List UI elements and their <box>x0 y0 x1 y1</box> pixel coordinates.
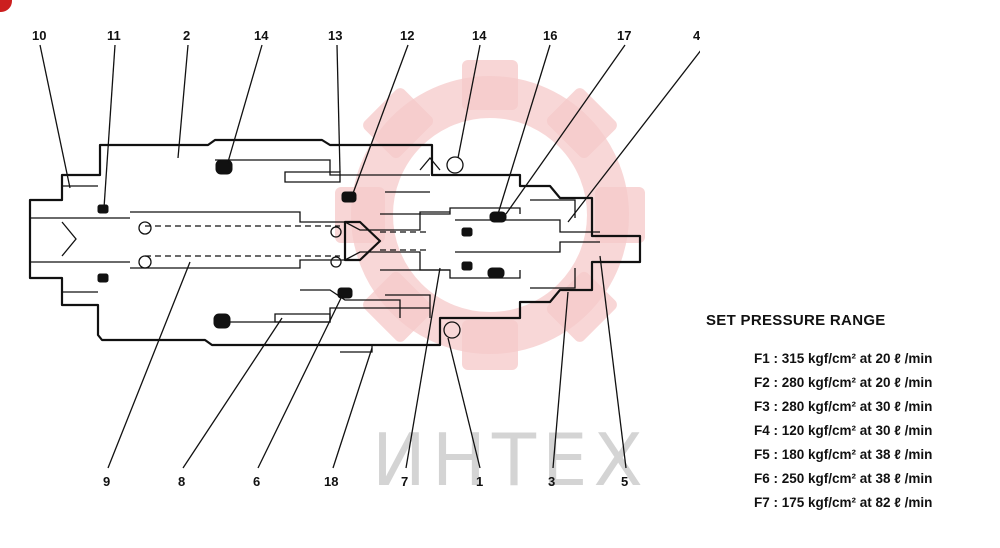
callout-13: 13 <box>328 28 342 43</box>
callout-10: 10 <box>32 28 46 43</box>
callout-4: 4 <box>693 28 700 43</box>
callout-16: 16 <box>543 28 557 43</box>
pressure-item-f5: F5 : 180 kgf/cm² at 38 ℓ /min <box>754 447 933 462</box>
o-ring-14-left <box>215 159 233 175</box>
callout-14-left: 14 <box>254 28 269 43</box>
seal-lower-11 <box>97 273 109 283</box>
leader-lines <box>39 44 700 469</box>
pressure-item-f2: F2 : 280 kgf/cm² at 20 ℓ /min <box>754 375 933 390</box>
callout-9: 9 <box>103 474 110 489</box>
seal-lower-16 <box>487 267 505 279</box>
seal-12 <box>341 191 357 203</box>
pressure-item-f6: F6 : 250 kgf/cm² at 38 ℓ /min <box>754 471 933 486</box>
pressure-item-f7: F7 : 175 kgf/cm² at 82 ℓ /min <box>754 495 933 510</box>
callout-18: 18 <box>324 474 338 489</box>
callout-6: 6 <box>253 474 260 489</box>
seal-6 <box>337 287 353 299</box>
callout-3: 3 <box>548 474 555 489</box>
pressure-item-f3: F3 : 280 kgf/cm² at 30 ℓ /min <box>754 399 933 414</box>
valve-body <box>28 138 642 353</box>
callouts-top: 10 11 2 14 13 12 14 16 17 4 <box>32 28 700 43</box>
pressure-item-f4: F4 : 120 kgf/cm² at 30 ℓ /min <box>754 423 933 438</box>
seal-lower-17 <box>461 261 473 271</box>
seal-17 <box>461 227 473 237</box>
seal-11 <box>97 204 109 214</box>
callout-1: 1 <box>476 474 483 489</box>
o-ring-lower-left <box>213 313 231 329</box>
callouts-bottom: 9 8 6 18 7 1 3 5 <box>103 474 628 489</box>
plug-14-right <box>446 156 464 174</box>
watermark-gear <box>335 60 645 370</box>
callout-5: 5 <box>621 474 628 489</box>
watermark-text: ИНТЕХ <box>372 418 649 502</box>
relief-valve-diagram: ИНТЕХ <box>28 28 700 502</box>
callout-14-right: 14 <box>472 28 487 43</box>
callout-2: 2 <box>183 28 190 43</box>
callout-8: 8 <box>178 474 185 489</box>
callout-12: 12 <box>400 28 414 43</box>
set-pressure-list: F1 : 315 kgf/cm² at 20 ℓ /min F2 : 280 k… <box>706 347 996 515</box>
callout-11: 11 <box>107 28 121 43</box>
set-pressure-title: SET PRESSURE RANGE <box>706 312 886 329</box>
pressure-item-f1: F1 : 315 kgf/cm² at 20 ℓ /min <box>754 351 933 366</box>
callout-17: 17 <box>617 28 631 43</box>
plug-1 <box>443 321 461 339</box>
callout-7: 7 <box>401 474 408 489</box>
set-pressure-panel: SET PRESSURE RANGE F1 : 315 kgf/cm² at 2… <box>706 312 996 515</box>
